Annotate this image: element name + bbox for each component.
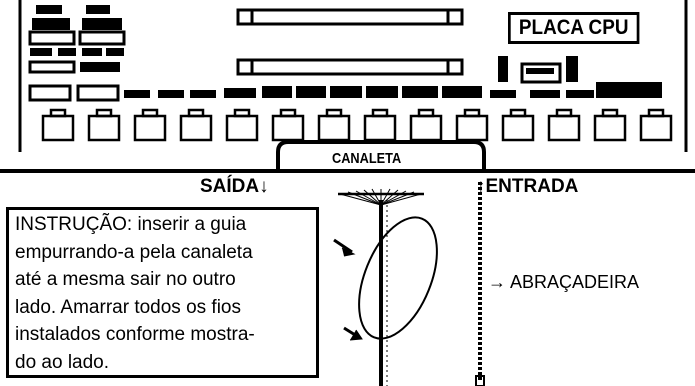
instruction-line: do ao lado. [15,351,110,373]
entry-text: ENTRADA [485,176,579,197]
wire-bundle [379,200,388,386]
down-arrow-icon: ↓ [259,176,269,197]
instruction-line: lado. Amarrar todos os fios [15,296,241,318]
component-chip-icon [28,5,126,74]
exit-label: SAÍDA↓ [200,176,269,198]
instruction-line: instalados conforme mostra- [15,324,255,345]
canaleta-label: CANALETA [332,150,402,167]
exit-text: SAÍDA [200,176,260,197]
component-row [28,82,662,102]
wire-ends-fan [338,188,424,206]
board-title: PLACA CPU [508,12,640,44]
clamp-label: → ABRAÇADEIRA [488,272,640,292]
up-arrow-icon: ↑ [476,176,486,197]
instruction-line: até a mesma sair no outro [15,269,236,290]
instruction-line: empurrando-a pela canaleta [15,241,253,263]
instruction-box: INSTRUÇÃO: inserir a guia empurrando-a p… [6,207,319,378]
cable-guide-icon [475,182,485,386]
entry-label: ↑ENTRADA [476,176,578,198]
canaleta-channel [276,140,486,171]
component-chip-icon [498,56,578,84]
connector-row [41,108,673,142]
instruction-text: INSTRUÇÃO: inserir a guia empurrando-a p… [15,211,315,376]
instruction-line: INSTRUÇÃO: inserir a guia [15,214,247,235]
memory-slot-icon [236,8,464,76]
cpu-board [18,0,688,152]
wire-tie-icon [333,216,438,341]
